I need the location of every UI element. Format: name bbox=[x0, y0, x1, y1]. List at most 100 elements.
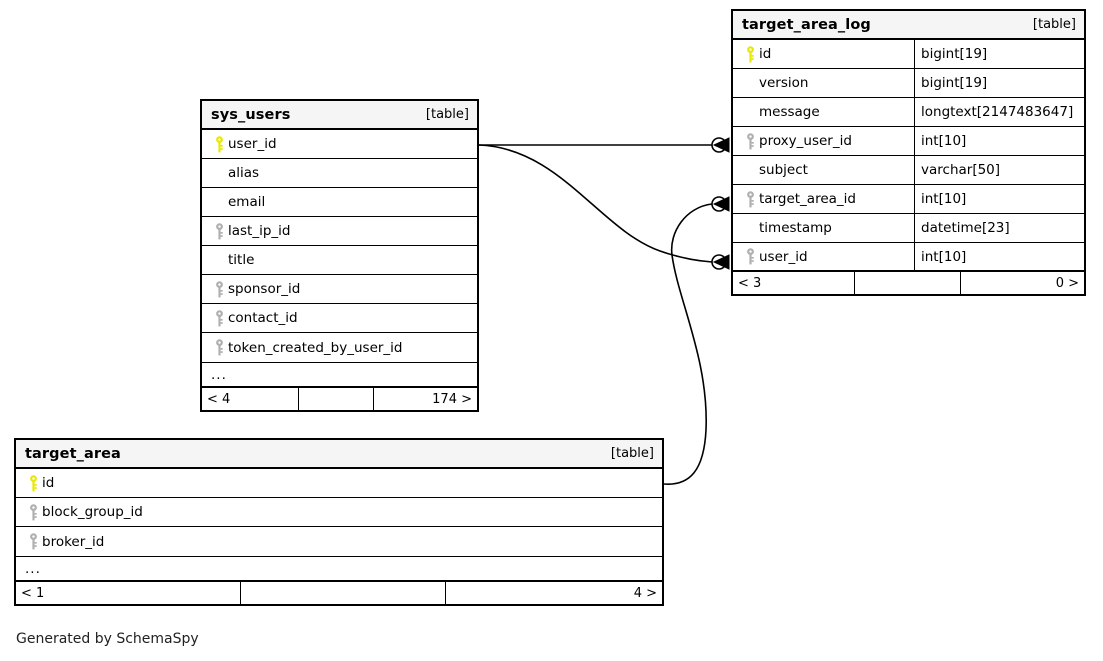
footer-children-count[interactable]: 0 > bbox=[1055, 275, 1079, 291]
ellipsis-label: ... bbox=[25, 560, 41, 577]
table-title: target_area bbox=[25, 445, 121, 462]
column-type: int[10] bbox=[921, 248, 967, 265]
table-node-sys-users[interactable]: sys_users [table] user_id alias email bbox=[200, 99, 479, 412]
column-name-cell: last_ip_id bbox=[202, 217, 477, 245]
column-name: token_created_by_user_id bbox=[228, 339, 403, 356]
column-name-cell: alias bbox=[202, 159, 477, 187]
column-name-cell: token_created_by_user_id bbox=[202, 333, 477, 362]
column-name: broker_id bbox=[42, 533, 105, 550]
column-name-cell: email bbox=[202, 188, 477, 216]
primary-key-icon bbox=[25, 474, 42, 492]
column-name-cell: contact_id bbox=[202, 304, 477, 332]
column-name-cell: user_id bbox=[733, 243, 914, 270]
generator-caption: Generated by SchemaSpy bbox=[16, 631, 199, 647]
table-row[interactable]: message longtext[2147483647] bbox=[733, 98, 1084, 127]
column-name: sponsor_id bbox=[228, 281, 301, 297]
table-row[interactable]: version bigint[19] bbox=[733, 69, 1084, 98]
column-type-cell: bigint[19] bbox=[914, 69, 1084, 97]
column-type-cell: longtext[2147483647] bbox=[914, 98, 1084, 126]
column-type-cell: int[10] bbox=[914, 243, 1084, 270]
foreign-key-icon bbox=[25, 503, 42, 521]
table-node-target-area[interactable]: target_area [table] id block_group_id bbox=[14, 438, 664, 606]
column-name: title bbox=[228, 252, 255, 268]
column-name: user_id bbox=[228, 136, 277, 152]
footer-middle bbox=[854, 272, 961, 294]
column-type: datetime[23] bbox=[921, 220, 1010, 236]
column-name: target_area_id bbox=[759, 191, 856, 207]
table-kind-label: [table] bbox=[425, 107, 469, 122]
column-name: version bbox=[759, 75, 809, 91]
more-columns-row: ... bbox=[202, 362, 477, 388]
column-name: message bbox=[759, 104, 820, 120]
table-row[interactable]: title bbox=[202, 246, 477, 275]
footer-parents-count[interactable]: < 4 bbox=[207, 391, 231, 407]
foreign-key-icon bbox=[211, 280, 228, 298]
table-header: target_area [table] bbox=[16, 440, 662, 469]
primary-key-icon bbox=[742, 45, 759, 63]
column-type-cell: bigint[19] bbox=[914, 40, 1084, 68]
endpoint-proxy-user-id bbox=[711, 137, 730, 153]
column-type-cell: varchar[50] bbox=[914, 156, 1084, 184]
primary-key-icon bbox=[211, 135, 228, 153]
table-title: target_area_log bbox=[742, 16, 871, 33]
relationship-edge-target-area-id bbox=[663, 203, 713, 485]
column-name: proxy_user_id bbox=[759, 133, 852, 149]
footer-children-count[interactable]: 4 > bbox=[633, 585, 657, 601]
table-footer: < 3 0 > bbox=[733, 272, 1084, 294]
table-row[interactable]: last_ip_id bbox=[202, 217, 477, 246]
table-row[interactable]: subject varchar[50] bbox=[733, 156, 1084, 185]
column-name: id bbox=[759, 46, 772, 62]
footer-middle bbox=[240, 582, 446, 604]
table-row[interactable]: id bigint[19] bbox=[733, 40, 1084, 69]
table-header: target_area_log [table] bbox=[733, 11, 1084, 40]
table-row[interactable]: sponsor_id bbox=[202, 275, 477, 304]
foreign-key-icon bbox=[211, 339, 228, 356]
column-name: subject bbox=[759, 162, 808, 178]
table-row[interactable]: user_id bbox=[202, 130, 477, 159]
column-type: bigint[19] bbox=[921, 46, 988, 62]
endpoint-user-id bbox=[711, 254, 730, 270]
column-name-cell: message bbox=[733, 98, 914, 126]
column-name: timestamp bbox=[759, 220, 832, 236]
footer-parents-count[interactable]: < 1 bbox=[21, 585, 45, 601]
column-name: contact_id bbox=[228, 310, 298, 326]
column-type-cell: int[10] bbox=[914, 185, 1084, 213]
column-type-cell: int[10] bbox=[914, 127, 1084, 155]
column-type: int[10] bbox=[921, 191, 967, 207]
table-kind-label: [table] bbox=[610, 446, 654, 461]
footer-middle bbox=[298, 388, 374, 410]
footer-parents-count[interactable]: < 3 bbox=[738, 275, 762, 291]
column-name-cell: broker_id bbox=[16, 527, 662, 556]
table-node-target-area-log[interactable]: target_area_log [table] id bigint[19] ve… bbox=[731, 9, 1086, 296]
foreign-key-icon bbox=[211, 222, 228, 240]
table-row[interactable]: user_id int[10] bbox=[733, 243, 1084, 272]
foreign-key-icon bbox=[25, 533, 42, 550]
relationship-edge-user-id bbox=[478, 144, 713, 263]
table-row[interactable]: contact_id bbox=[202, 304, 477, 333]
column-type: bigint[19] bbox=[921, 75, 988, 91]
column-name-cell: id bbox=[16, 469, 662, 497]
table-row[interactable]: timestamp datetime[23] bbox=[733, 214, 1084, 243]
more-columns-row: ... bbox=[16, 556, 662, 582]
table-footer: < 4 174 > bbox=[202, 388, 477, 410]
column-name-cell: proxy_user_id bbox=[733, 127, 914, 155]
table-row[interactable]: email bbox=[202, 188, 477, 217]
column-name-cell: version bbox=[733, 69, 914, 97]
column-name-cell: timestamp bbox=[733, 214, 914, 242]
footer-children-count[interactable]: 174 > bbox=[432, 391, 472, 407]
relationship-endpoint-markers bbox=[711, 137, 730, 270]
table-row[interactable]: target_area_id int[10] bbox=[733, 185, 1084, 214]
table-row[interactable]: block_group_id bbox=[16, 498, 662, 527]
table-row[interactable]: broker_id bbox=[16, 527, 662, 556]
column-name: alias bbox=[228, 165, 260, 181]
table-row[interactable]: proxy_user_id int[10] bbox=[733, 127, 1084, 156]
column-name-cell: subject bbox=[733, 156, 914, 184]
table-row[interactable]: token_created_by_user_id bbox=[202, 333, 477, 362]
table-row[interactable]: alias bbox=[202, 159, 477, 188]
table-row[interactable]: id bbox=[16, 469, 662, 498]
table-header: sys_users [table] bbox=[202, 101, 477, 130]
column-name-cell: target_area_id bbox=[733, 185, 914, 213]
column-name: user_id bbox=[759, 248, 808, 265]
column-name-cell: user_id bbox=[202, 130, 477, 158]
